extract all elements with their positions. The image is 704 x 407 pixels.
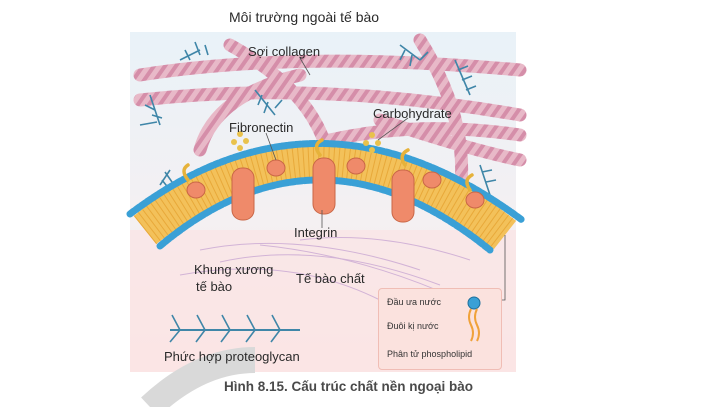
proteoglycan-complex	[169, 314, 300, 343]
integrin-proteins	[186, 157, 485, 223]
carbohydrate-chains	[231, 131, 381, 153]
carbohydrate-label: Carbohydrate	[373, 106, 452, 121]
integrin-label: Integrin	[294, 225, 338, 240]
cytoskeleton-label-line2: tế bào	[196, 279, 233, 294]
outside-cell-label: Môi trường ngoài tế bào	[229, 9, 380, 25]
legend-tail-label: Đuôi kị nước	[387, 321, 439, 331]
collagen-label: Sợi collagen	[248, 44, 321, 59]
phospholipid-icon	[467, 296, 481, 342]
phospholipid-legend: Đầu ưa nước Đuôi kị nước Phân tử phospho…	[378, 288, 502, 370]
figure-caption: Hình 8.15. Cấu trúc chất nền ngoại bào	[224, 379, 474, 394]
legend-head-label: Đầu ưa nước	[387, 297, 441, 307]
fibronectin-links	[182, 138, 474, 192]
proteoglycan-label: Phức hợp proteoglycan	[164, 349, 300, 364]
cytoplasm-label: Tế bào chất	[296, 271, 365, 286]
cytoskeleton-label-line1: Khung xương	[194, 262, 274, 277]
legend-molecule-label: Phân tử phospholipid	[387, 349, 473, 359]
proteoglycan-branches	[139, 41, 497, 196]
fibronectin-label: Fibronectin	[229, 120, 294, 135]
decorative-arc	[141, 347, 256, 407]
